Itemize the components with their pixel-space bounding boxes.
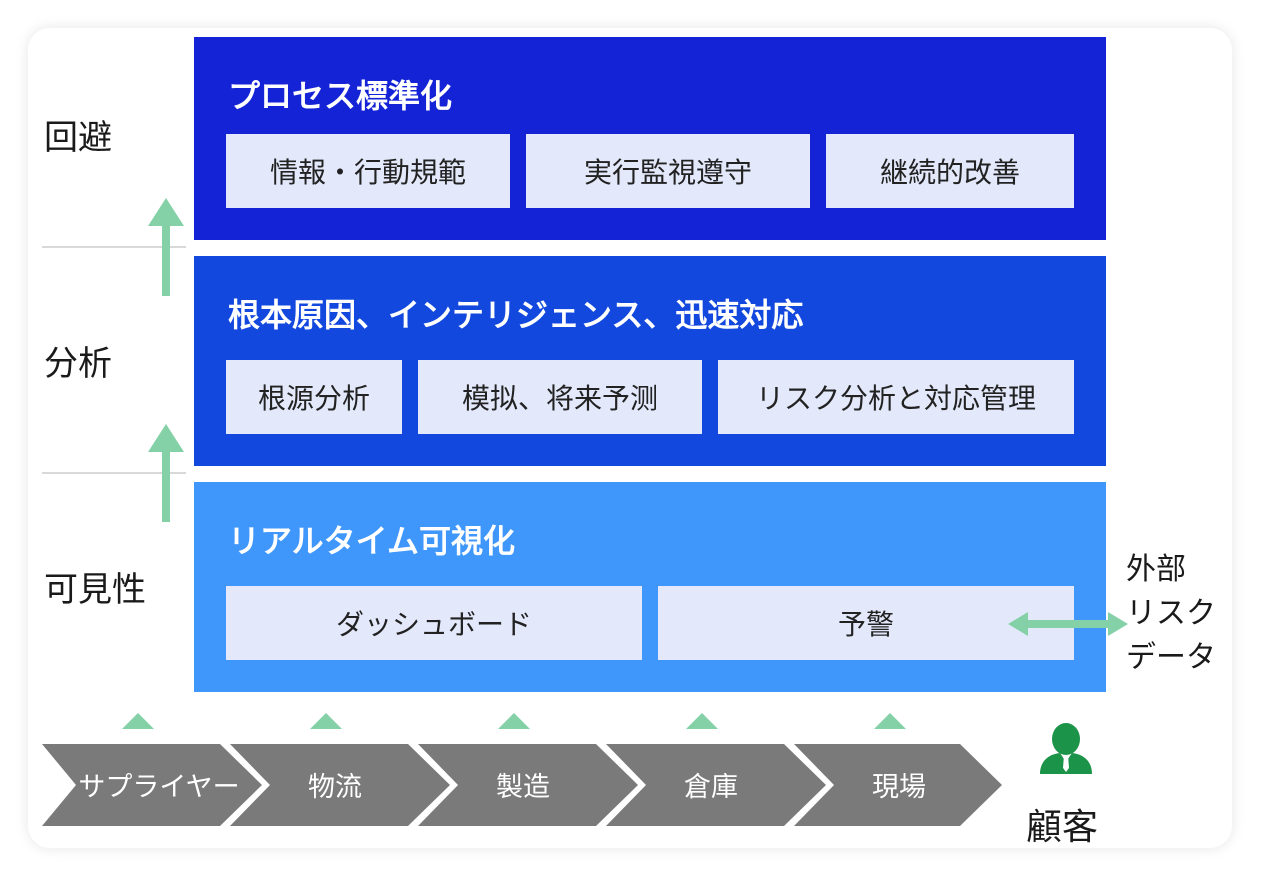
layer-process-standardization: プロセス標準化 情報・行動規範 実行監視遵守 継続的改善 (194, 37, 1106, 240)
chain-label-logistics: 物流 (308, 772, 362, 803)
chain-label-supplier: サプライヤー (78, 772, 240, 803)
triangle-up-icon (310, 713, 342, 729)
layer-item: 継続的改善 (826, 134, 1074, 208)
up-arrow-icon (148, 198, 184, 296)
chain-label-manufacturing: 製造 (496, 772, 550, 803)
side-label-visibility: 可見性 (44, 570, 146, 610)
chain-label-site: 現場 (872, 772, 926, 803)
side-label-analysis: 分析 (44, 344, 112, 384)
chevron-supplier (42, 744, 262, 826)
layer-item: 情報・行動規範 (226, 134, 510, 208)
external-label-2: リスク (1126, 596, 1216, 631)
customer-label: 顧客 (1026, 807, 1099, 848)
chevron-site (794, 744, 1002, 826)
triangle-up-icon (874, 713, 906, 729)
supply-chain-flow (42, 744, 1002, 826)
chain-label-warehouse: 倉庫 (684, 772, 738, 803)
triangle-up-icon (122, 713, 154, 729)
customer-person-icon (1040, 723, 1092, 774)
layer-realtime-visibility: リアルタイム可視化 ダッシュボード 予警 (194, 482, 1106, 692)
divider-line (42, 246, 186, 248)
layer-title: プロセス標準化 (228, 77, 453, 115)
layer-item: リスク分析と対応管理 (718, 360, 1074, 434)
chevron-warehouse (606, 744, 826, 826)
layer-title: リアルタイム可視化 (228, 522, 516, 560)
layer-item: 実行監視遵守 (526, 134, 810, 208)
triangle-up-icon (686, 713, 718, 729)
layer-item: 予警 (658, 586, 1074, 660)
chevron-manufacturing (418, 744, 638, 826)
layer-root-cause: 根本原因、インテリジェンス、迅速対応 根源分析 模拟、将来予测 リスク分析と対応… (194, 256, 1106, 466)
triangle-up-icon (498, 713, 530, 729)
layer-item: ダッシュボード (226, 586, 642, 660)
divider-line (42, 472, 186, 474)
layer-item: 根源分析 (226, 360, 402, 434)
layer-item: 模拟、将来予测 (418, 360, 702, 434)
layer-title: 根本原因、インテリジェンス、迅速対応 (228, 296, 804, 334)
up-arrow-icon (148, 424, 184, 522)
chevron-logistics (230, 744, 450, 826)
side-label-avoid: 回避 (44, 118, 112, 158)
external-label-1: 外部 (1126, 552, 1186, 587)
external-label-3: データ (1126, 640, 1216, 675)
bidirectional-arrow-icon (1008, 612, 1128, 636)
